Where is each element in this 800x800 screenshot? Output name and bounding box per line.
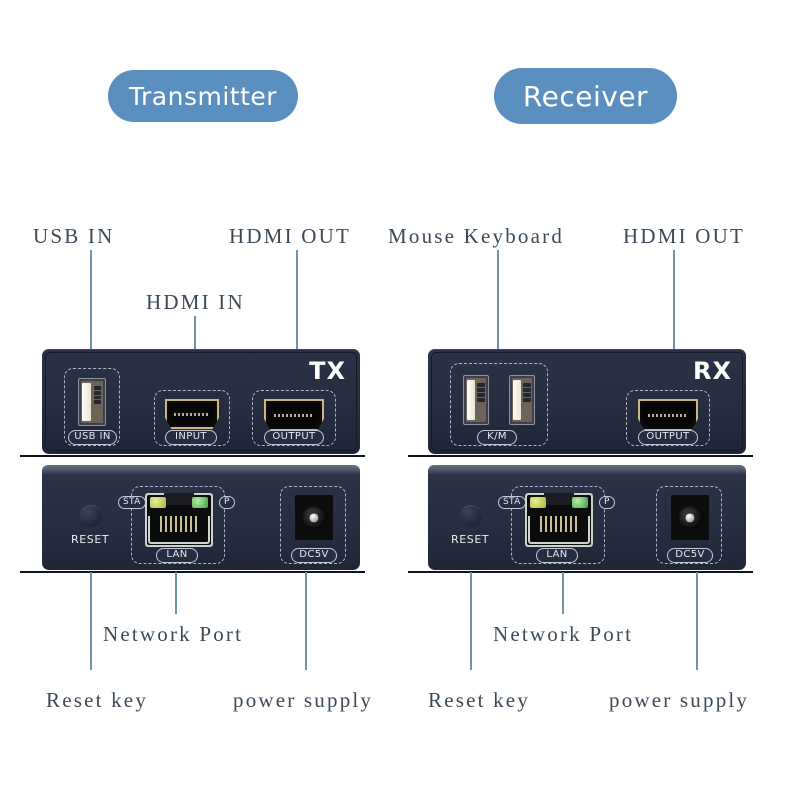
badge-transmitter-label: Transmitter — [128, 81, 278, 111]
silk-frame-hdmi-output-tx — [252, 390, 336, 446]
caption-usb-in: USB IN — [68, 430, 117, 445]
led-power-rx — [572, 497, 588, 508]
led-label-sta-tx: STA — [118, 496, 146, 509]
usb-km-port-2[interactable] — [509, 375, 535, 425]
hdmi-contacts — [173, 412, 211, 416]
silk-frame-lan-rx — [511, 486, 605, 564]
led-label-p-rx: P — [599, 496, 615, 509]
leader-line-power-supply-tx — [305, 572, 307, 670]
usb-tongue — [82, 383, 91, 421]
rj45-notch — [544, 493, 574, 505]
leader-line-mouse-keyboard — [497, 250, 499, 358]
dc-jack-pin — [309, 512, 319, 523]
transmitter-rear-panel: RESET STA P LAN DC5V — [42, 465, 360, 570]
hdmi-output-port-tx[interactable] — [264, 399, 324, 431]
caption-hdmi-output-rx: OUTPUT — [638, 430, 698, 445]
rj45-pins — [159, 515, 199, 532]
usb-pins — [477, 383, 485, 417]
reset-label-rx: RESET — [451, 533, 490, 546]
caption-dc5v-rx: DC5V — [667, 548, 713, 563]
usb-km-port-1[interactable] — [463, 375, 489, 425]
leader-line-hdmi-out-tx — [296, 250, 298, 396]
callout-label-mouse-keyboard: Mouse Keyboard — [388, 224, 565, 248]
silk-frame-dc-tx — [280, 486, 346, 564]
leader-line-network-port-tx — [175, 572, 177, 614]
caption-hdmi-output-tx: OUTPUT — [264, 430, 324, 445]
silk-frame-km — [450, 363, 548, 446]
dc-power-jack-rx[interactable] — [671, 495, 709, 540]
usb-pins — [523, 383, 531, 417]
led-label-p-tx: P — [219, 496, 235, 509]
reset-button-tx[interactable] — [80, 505, 102, 527]
led-label-sta-rx: STA — [498, 496, 526, 509]
rear-bevel-strip — [42, 465, 360, 474]
callout-label-reset-key-rx: Reset key — [428, 688, 531, 712]
transmitter-rear-baseline — [20, 571, 365, 573]
reset-label-tx: RESET — [71, 533, 110, 546]
receiver-front-baseline — [408, 455, 753, 457]
usb-pins — [93, 386, 102, 418]
silk-frame-usb-in — [64, 368, 120, 446]
usb-tongue — [513, 380, 522, 420]
leader-line-reset-key-tx — [90, 572, 92, 670]
silk-frame-dc-rx — [656, 486, 722, 564]
dc-power-jack-tx[interactable] — [295, 495, 333, 540]
callout-label-hdmi-out-rx: HDMI OUT — [623, 224, 746, 248]
transmitter-front-baseline — [20, 455, 365, 457]
rear-bevel-strip — [428, 465, 746, 474]
rj45-pins — [539, 515, 579, 532]
reset-button-rx[interactable] — [460, 505, 482, 527]
leader-line-reset-key-rx — [470, 572, 472, 670]
receiver-rx-mark: RX — [693, 357, 732, 385]
lan-port-tx[interactable] — [145, 493, 213, 547]
silk-frame-lan-tx — [131, 486, 225, 564]
silk-frame-hdmi-input — [154, 390, 230, 446]
rj45-notch — [164, 493, 194, 505]
hdmi-output-port-rx[interactable] — [638, 399, 698, 431]
silk-frame-hdmi-output-rx — [626, 390, 710, 446]
usb-tongue — [467, 380, 476, 420]
led-status-rx — [530, 497, 546, 508]
hdmi-contacts — [647, 413, 689, 417]
receiver-front-panel: RX K/M OUTPUT — [428, 349, 746, 454]
badge-receiver: Receiver — [494, 68, 677, 124]
badge-transmitter: Transmitter — [108, 70, 298, 122]
callout-label-power-supply-tx: power supply — [233, 688, 374, 712]
hdmi-input-port[interactable] — [165, 399, 219, 429]
usb-in-port[interactable] — [78, 378, 106, 426]
caption-lan-rx: LAN — [536, 548, 578, 563]
lan-port-rx[interactable] — [525, 493, 593, 547]
leader-line-usb-in — [90, 250, 92, 358]
leader-line-hdmi-out-rx — [673, 250, 675, 396]
caption-km: K/M — [477, 430, 517, 445]
callout-label-network-port-tx: Network Port — [103, 622, 244, 646]
callout-label-network-port-rx: Network Port — [493, 622, 634, 646]
leader-line-network-port-rx — [562, 572, 564, 614]
transmitter-tx-mark: TX — [309, 357, 346, 385]
callout-label-hdmi-out-tx: HDMI OUT — [229, 224, 352, 248]
caption-lan-tx: LAN — [156, 548, 198, 563]
dc-jack-pin — [685, 512, 695, 523]
callout-label-usb-in: USB IN — [33, 224, 115, 248]
callout-label-hdmi-in: HDMI IN — [146, 290, 245, 314]
leader-line-power-supply-rx — [696, 572, 698, 670]
callout-label-power-supply-rx: power supply — [609, 688, 750, 712]
led-power-tx — [192, 497, 208, 508]
caption-hdmi-input: INPUT — [165, 430, 217, 445]
receiver-rear-baseline — [408, 571, 753, 573]
led-status-tx — [150, 497, 166, 508]
badge-receiver-label: Receiver — [522, 79, 649, 113]
callout-label-reset-key-tx: Reset key — [46, 688, 149, 712]
transmitter-front-panel: TX USB IN INPUT OUTPUT — [42, 349, 360, 454]
receiver-rear-panel: RESET STA P LAN DC5V — [428, 465, 746, 570]
caption-dc5v-tx: DC5V — [291, 548, 337, 563]
hdmi-contacts — [273, 413, 315, 417]
